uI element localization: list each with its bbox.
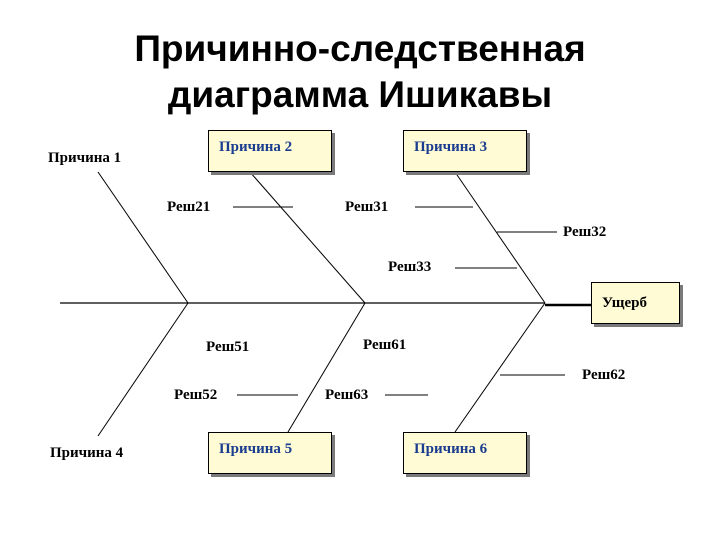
cause-6-box: Причина 6	[403, 432, 527, 474]
solution-r31-label: Реш31	[345, 199, 389, 215]
bone-cause-4	[97, 302, 189, 437]
cause-4-label: Причина 4	[50, 445, 124, 461]
solution-r62-label: Реш62	[582, 367, 626, 383]
cause-3-box: Причина 3	[403, 130, 527, 172]
bone-cause-1	[97, 171, 189, 304]
bone-cause-6	[454, 302, 546, 433]
solution-r52-label: Реш52	[174, 387, 218, 403]
effect-box: Ущерб	[591, 282, 680, 324]
cause-2-label: Причина 2	[219, 139, 293, 155]
bone-cause-5	[287, 302, 366, 433]
effect-label: Ущерб	[602, 295, 647, 311]
solution-r21-label: Реш21	[167, 199, 211, 215]
cause-1-label: Причина 1	[48, 150, 122, 166]
title-line-1: Причинно-следственная	[134, 28, 586, 69]
diagram-title: Причинно-следственная диаграмма Ишикавы	[0, 26, 720, 118]
cause-3-label: Причина 3	[414, 139, 488, 155]
solution-r32-label: Реш32	[563, 224, 607, 240]
title-line-2: диаграмма Ишикавы	[167, 74, 553, 115]
solution-r33-label: Реш33	[388, 259, 432, 275]
cause-2-box: Причина 2	[208, 130, 332, 172]
cause-6-label: Причина 6	[414, 441, 488, 457]
solution-r61-label: Реш61	[363, 337, 407, 353]
solution-r51-label: Реш51	[206, 339, 250, 355]
solution-r63-label: Реш63	[325, 387, 369, 403]
cause-5-label: Причина 5	[219, 441, 293, 457]
cause-5-box: Причина 5	[208, 432, 332, 474]
bone-cause-3	[454, 171, 546, 304]
bone-cause-2	[249, 171, 366, 304]
